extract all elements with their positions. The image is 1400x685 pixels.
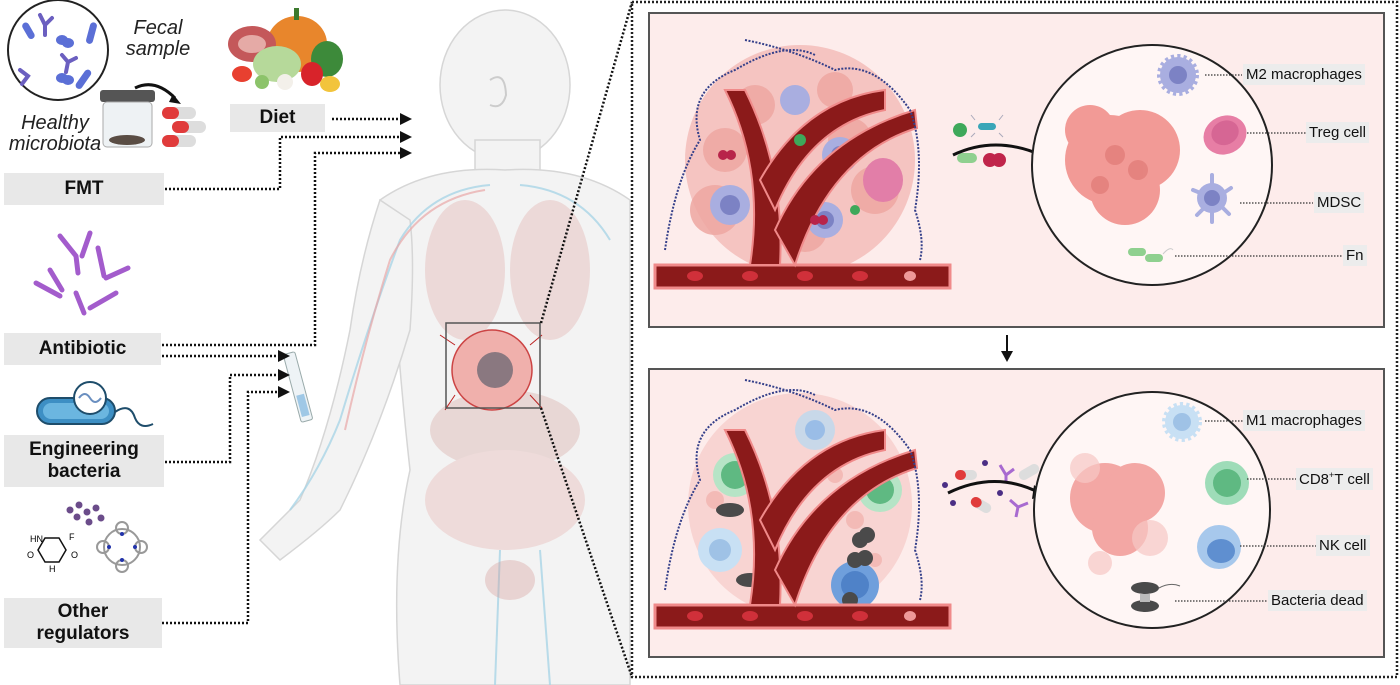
fecal-sample-note: Fecal sample <box>125 17 191 60</box>
label-m1-macrophages: M1 macrophages <box>1243 410 1365 431</box>
capsule-pills-icon <box>162 107 206 147</box>
top-tumor-microenvironment-illustration <box>653 39 952 290</box>
svg-text:H: H <box>49 564 56 574</box>
arrowheads <box>278 113 412 398</box>
svg-text:O: O <box>71 550 78 560</box>
fluorouracil-molecule-icon: HN F O O H <box>27 532 78 574</box>
nanoparticle-dots-icon <box>66 501 105 526</box>
svg-text:F: F <box>69 532 75 542</box>
bottom-tumor-microenvironment-illustration <box>653 379 952 630</box>
other-regulators-label: Other regulators <box>4 598 162 648</box>
healthy-microbiota-circle-icon <box>7 0 109 101</box>
engineering-bacteria-label: Engineering bacteria <box>4 435 164 487</box>
label-nk-cell: NK cell <box>1316 535 1370 556</box>
m1-macrophage-icon <box>1162 402 1202 442</box>
engineered-bacteria-icon <box>36 381 154 427</box>
svg-text:O: O <box>27 550 34 560</box>
antibiotic-label: Antibiotic <box>4 333 161 365</box>
treg-cell-icon <box>1203 115 1247 155</box>
bottom-zoom-circle <box>1033 391 1271 629</box>
label-cd8-t-cell: CD8+T cell <box>1296 468 1373 490</box>
top-zoom-circle <box>1031 44 1273 286</box>
diet-food-icon <box>228 8 343 92</box>
fn-bacteria-icon <box>1128 248 1174 262</box>
porphyrin-molecule-icon <box>96 521 148 573</box>
mdsc-icon <box>1191 173 1233 224</box>
cd8-t-cell-icon <box>1205 461 1249 505</box>
label-treg-cell: Treg cell <box>1306 122 1369 143</box>
label-bacteria-dead: Bacteria dead <box>1268 590 1367 611</box>
healthy-microbiota-note: Healthy microbiota <box>8 112 102 155</box>
human-body-figure <box>258 9 631 685</box>
nk-cell-icon <box>1197 525 1241 569</box>
diet-label: Diet <box>230 104 325 132</box>
antibody-icon <box>33 230 131 316</box>
label-mdsc: MDSC <box>1314 192 1365 213</box>
fmt-label: FMT <box>4 173 164 205</box>
label-m2-macrophages: M2 macrophages <box>1243 64 1365 85</box>
m2-macrophage-icon <box>1157 54 1199 96</box>
dead-bacteria-icon <box>1131 582 1181 612</box>
label-fn: Fn <box>1343 245 1367 266</box>
panel-transition-down-arrow <box>1001 335 1013 362</box>
svg-text:HN: HN <box>30 534 43 544</box>
fecal-jar-icon <box>100 83 181 148</box>
